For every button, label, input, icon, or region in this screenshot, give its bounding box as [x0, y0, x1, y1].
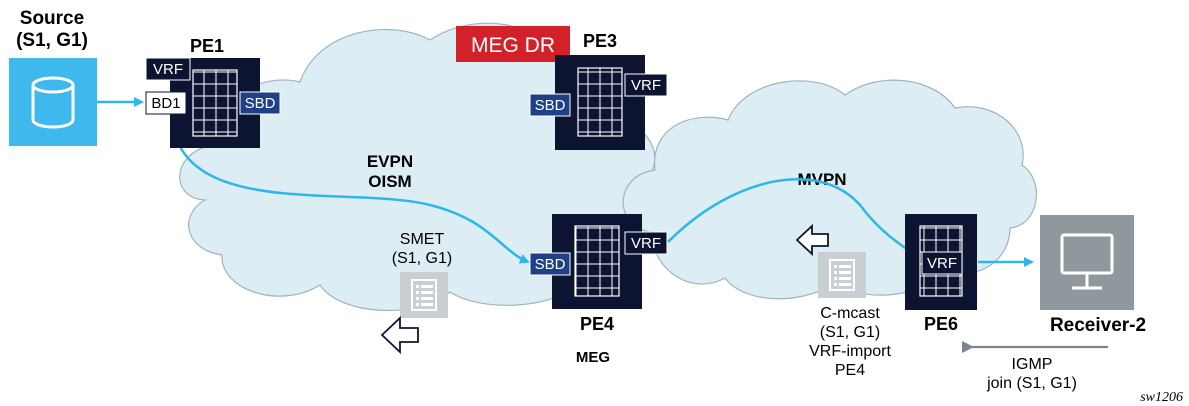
receiver-host: [1040, 215, 1134, 310]
smet-route-message-icon: [400, 272, 448, 318]
monitor-icon: [1060, 233, 1114, 290]
cmcast-label-line3: VRF-import: [809, 343, 891, 360]
pe1-bd1-tag: BD1: [145, 91, 187, 115]
pe1-to-pe4-arrow: [170, 117, 530, 264]
smet-label-line2: (S1, G1): [392, 250, 452, 267]
pe1-name: PE1: [190, 36, 224, 56]
database-icon: [31, 76, 75, 129]
pe6-name: PE6: [924, 314, 958, 334]
smet-direction-arrow: [380, 315, 419, 355]
pe4-vrf-tag: VRF: [624, 231, 668, 255]
evpn-label: EVPN: [367, 152, 413, 171]
receiver-name: Receiver-2: [1050, 315, 1146, 336]
cmcast-route-message-icon: [818, 252, 866, 298]
pe6-vrf-label: VRF: [927, 255, 957, 272]
smet-label-line1: SMET: [400, 231, 445, 248]
flow-arrows: [97, 97, 1034, 267]
pe3-meg-dr-badge: MEG DR: [456, 26, 570, 62]
source-title: Source: [20, 8, 84, 29]
oism-label: OISM: [368, 172, 411, 191]
pe3-name: PE3: [583, 31, 617, 51]
source-group: (S1, G1): [16, 30, 88, 51]
pe1-bd1-label: BD1: [151, 95, 180, 112]
igmp-label-line1: IGMP: [1012, 356, 1053, 373]
pe3-vrf-tag: VRF: [624, 73, 668, 97]
cmcast-direction-arrow: [795, 223, 829, 257]
cmcast-label-line2: (S1, G1): [820, 324, 880, 341]
pe4-sbd-tag: SBD: [529, 252, 571, 276]
mvpn-label: MVPN: [797, 170, 846, 189]
pe4-vrf-label: VRF: [631, 235, 661, 252]
cmcast-label-line1: C-mcast: [820, 305, 880, 322]
cmcast-label-line4: PE4: [835, 362, 865, 379]
pe3-meg-dr-label: MEG DR: [471, 34, 555, 57]
figure-id: sw1206: [1140, 390, 1183, 405]
pe3-sbd-label: SBD: [535, 97, 566, 114]
pe3-sbd-tag: SBD: [529, 93, 571, 117]
pe4-to-pe6-arrow: [667, 178, 932, 264]
pe1-sbd-label: SBD: [245, 95, 276, 112]
pe4-sbd-label: SBD: [535, 256, 566, 273]
pe1-vrf-label: VRF: [153, 61, 183, 78]
pe1-vrf-tag: VRF: [145, 57, 191, 81]
pe4-role: MEG: [576, 349, 610, 366]
pe3-vrf-label: VRF: [631, 77, 661, 94]
source-server: [9, 58, 97, 146]
igmp-label-line2: join (S1, G1): [986, 375, 1077, 392]
pe1-sbd-tag: SBD: [239, 91, 281, 115]
pe4-name: PE4: [580, 314, 614, 334]
pe6-vrf-tag: VRF: [921, 251, 963, 275]
